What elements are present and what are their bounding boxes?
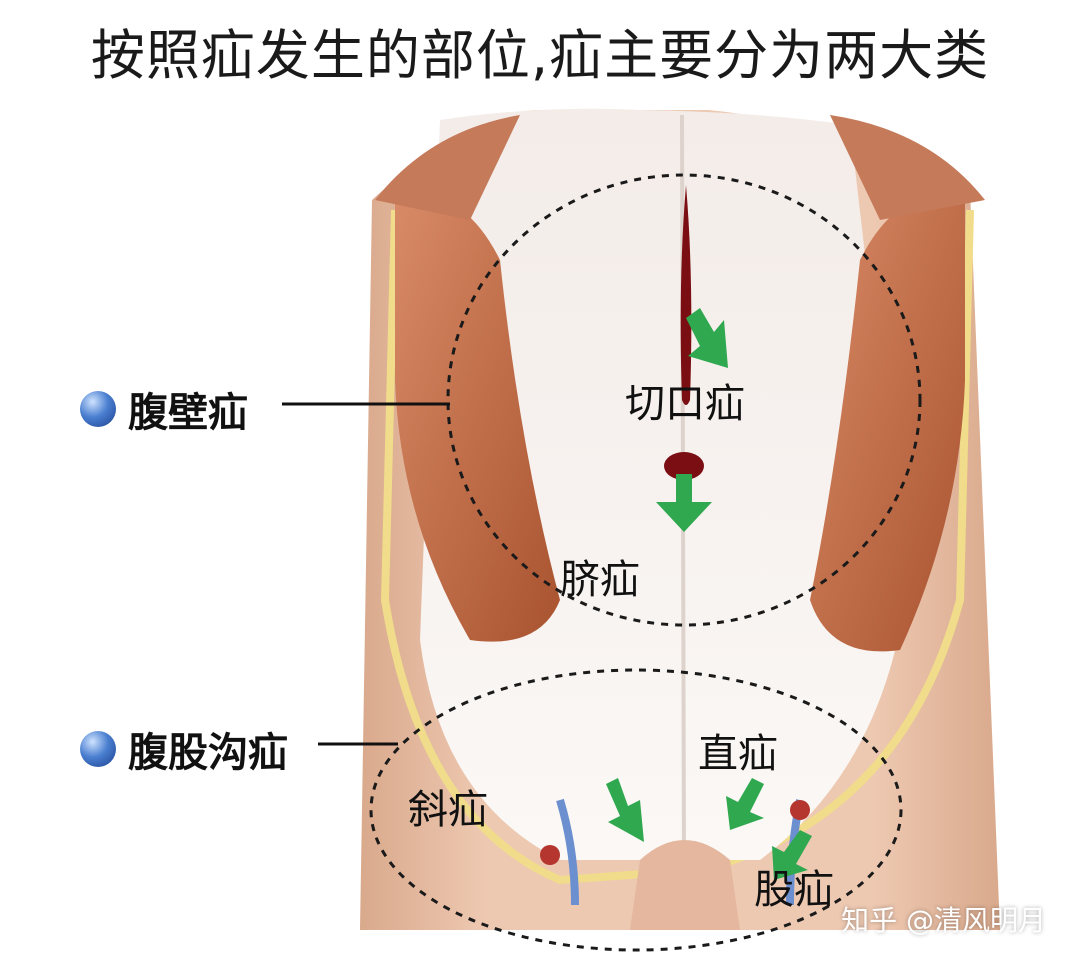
right-top-muscle: [830, 115, 985, 220]
direct-hernia-label: 直疝: [698, 731, 778, 777]
abdominal-wall-label: 腹壁疝: [128, 390, 248, 436]
fascia: [420, 108, 905, 860]
abdominal-wall-region: [446, 173, 922, 627]
femoral-hernia-label: 股疝: [754, 867, 834, 913]
incisional-hernia-label: 切口疝: [625, 381, 745, 427]
left-spermatic-cord: [556, 798, 579, 906]
umbilical-hernia-label: 脐疝: [560, 557, 640, 603]
left-vessel: [540, 845, 560, 865]
umbilical-arrow: [656, 474, 712, 532]
right-vessel: [790, 800, 810, 820]
indirect-hernia-label: 斜疝: [408, 787, 488, 833]
inguinal-label: 腹股沟疝: [128, 730, 288, 776]
right-muscle: [810, 196, 965, 652]
left-top-muscle: [375, 115, 520, 220]
direct-arrow: [726, 778, 764, 830]
page-title: 按照疝发生的部位,疝主要分为两大类: [90, 24, 990, 87]
pubic-bulge: [630, 840, 740, 930]
bullet-icon: [80, 391, 116, 427]
indirect-arrow: [606, 778, 644, 842]
inguinal-region: [369, 668, 903, 952]
left-muscle: [395, 196, 560, 642]
femoral-arrow: [772, 830, 812, 880]
incisional-arrow: [686, 308, 728, 368]
bullet-icon: [80, 731, 116, 767]
umbilicus: [664, 452, 704, 480]
watermark: 知乎 @清风明月: [841, 904, 1046, 937]
incision-wound: [680, 185, 692, 405]
abdominal-wall-category: 腹壁疝: [80, 380, 248, 438]
inguinal-category: 腹股沟疝: [80, 720, 288, 778]
